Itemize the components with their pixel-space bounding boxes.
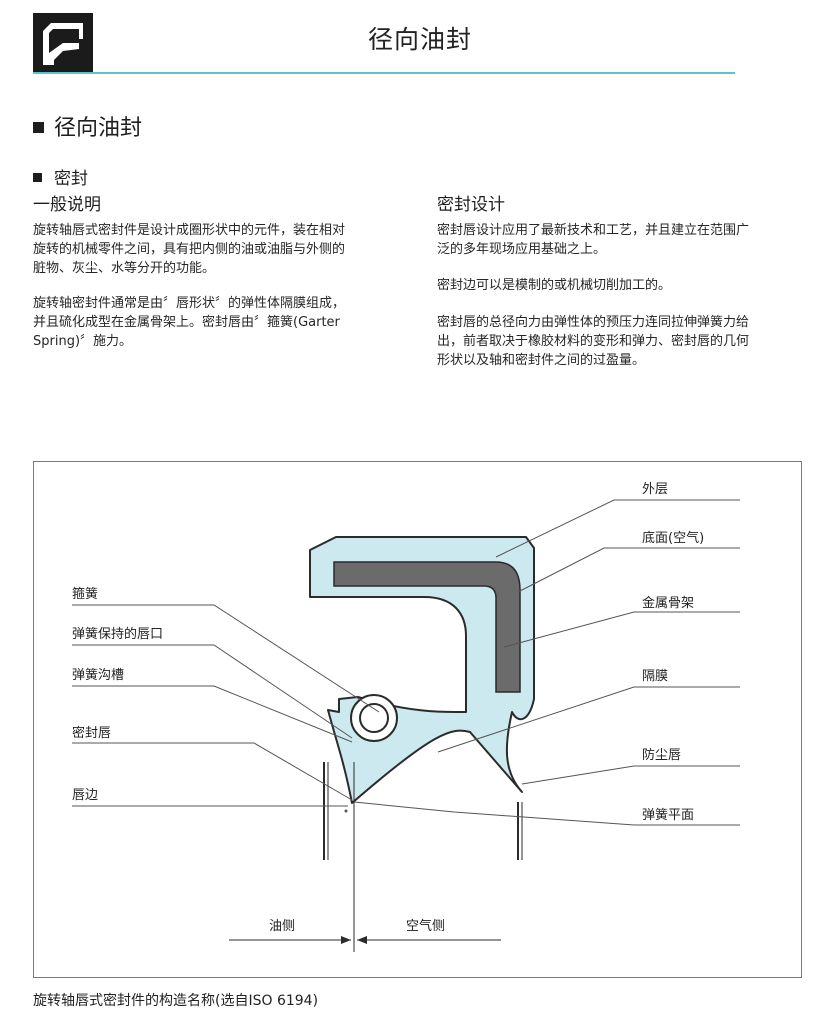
seal-structure-diagram: 箍簧 弹簧保持的唇口 弹簧沟槽 密封唇 唇边 外层 底面(空气) 金属骨架 隔膜… xyxy=(33,461,802,978)
header-divider xyxy=(33,72,735,74)
square-bullet-icon xyxy=(33,122,44,133)
label-spring-groove: 弹簧沟槽 xyxy=(72,667,124,683)
seal-design-paragraph-2: 密封边可以是模制的或机械切削加工的。 xyxy=(437,278,672,293)
section-heading-text: 径向油封 xyxy=(54,116,143,141)
figure-caption: 旋转轴唇式密封件的构造名称(选自ISO 6194) xyxy=(33,993,319,1009)
sub-heading: 密封 xyxy=(33,164,88,189)
seal-design-paragraph-3: 密封唇的总径向力由弹性体的预压力连同拉伸弹簧力给 出，前者取决于橡胶材料的变形和… xyxy=(437,315,750,368)
general-description-paragraph-1: 旋转轴唇式密封件是设计成圈形状中的元件，装在相对 旋转的机械零件之间，具有把内侧… xyxy=(33,223,346,276)
label-garter-spring: 箍簧 xyxy=(72,586,98,602)
label-lip-edge: 唇边 xyxy=(72,788,98,803)
section-heading: 径向油封 xyxy=(33,110,142,142)
label-oil-side: 油侧 xyxy=(269,919,295,934)
oil-seal-logo-icon xyxy=(33,13,93,73)
page-title: 径向油封 xyxy=(367,25,472,54)
label-metal-insert: 金属骨架 xyxy=(642,595,694,611)
general-description-paragraph-2: 旋转轴密封件通常是由〞唇形状〞的弹性体隔膜组成， 并且硫化成型在金属骨架上。密封… xyxy=(33,296,346,349)
label-dust-lip: 防尘唇 xyxy=(642,747,681,763)
label-air-side: 空气侧 xyxy=(406,918,445,934)
seal-design-paragraph-1: 密封唇设计应用了最新技术和工艺，并且建立在范围广 泛的多年现场应用基础之上。 xyxy=(437,223,750,257)
metal-insert xyxy=(333,561,521,693)
label-bottom-air: 底面(空气) xyxy=(642,530,704,546)
label-spring-retaining-lip: 弹簧保持的唇口 xyxy=(72,626,163,642)
label-diaphragm: 隔膜 xyxy=(642,669,668,684)
label-outer-layer: 外层 xyxy=(642,482,668,497)
square-bullet-icon xyxy=(33,173,42,182)
label-spring-plane: 弹簧平面 xyxy=(642,807,694,823)
sub-heading-text: 密封 xyxy=(54,169,88,189)
general-description-title: 一般说明 xyxy=(33,195,101,215)
label-sealing-lip: 密封唇 xyxy=(72,725,111,741)
seal-design-title: 密封设计 xyxy=(437,195,505,215)
